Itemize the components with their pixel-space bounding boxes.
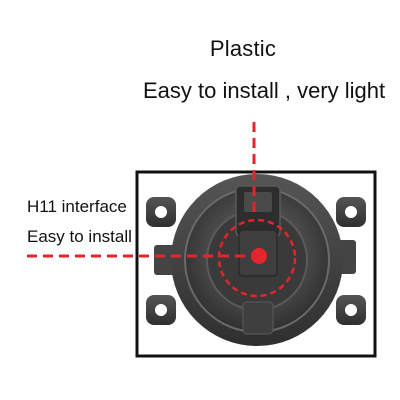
caption-h11-interface: H11 interface xyxy=(27,197,127,216)
mounting-bracket-bottom-right xyxy=(336,295,366,325)
caption-easy-install: Easy to install xyxy=(27,227,132,246)
side-tab-left xyxy=(154,245,176,275)
caption-plastic: Plastic xyxy=(209,36,277,61)
top-connector-slot xyxy=(244,192,272,212)
caption-easy-light: Easy to install , very light xyxy=(143,78,386,103)
mounting-bracket-top-right xyxy=(336,197,366,227)
mounting-bracket-top-left xyxy=(146,197,176,227)
highlight-circle xyxy=(217,218,297,298)
mounting-bracket-bottom-left xyxy=(146,295,176,325)
bottom-tab xyxy=(242,301,274,335)
highlight-dot xyxy=(251,248,267,264)
